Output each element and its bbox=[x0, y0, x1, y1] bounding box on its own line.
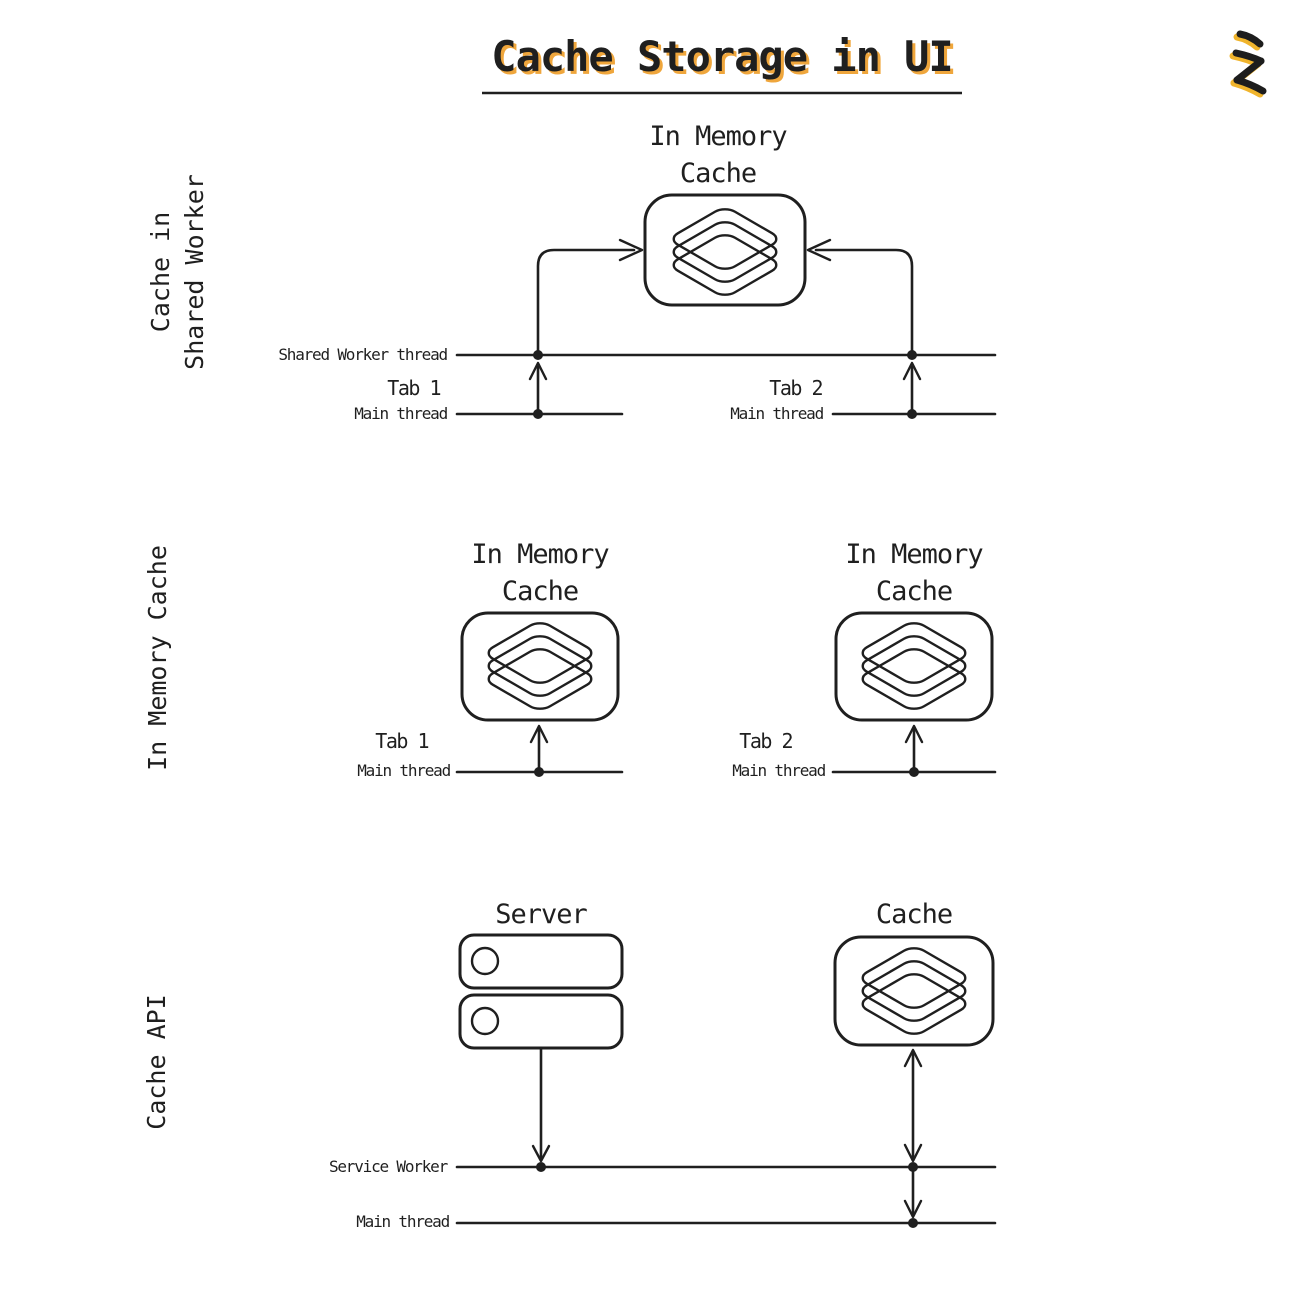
tab1-label: Tab 1 bbox=[375, 729, 429, 753]
zigzag-logo-icon bbox=[1229, 30, 1267, 98]
arrowhead bbox=[902, 361, 922, 381]
timeline-dot bbox=[908, 1162, 918, 1172]
arrowhead bbox=[904, 724, 924, 744]
section2-side-label: In Memory Cache bbox=[141, 545, 175, 771]
tab1-to-cache-connector bbox=[536, 248, 636, 354]
server-title: Server bbox=[495, 899, 588, 930]
cache-title-line: In Memory bbox=[845, 539, 983, 570]
service-worker-label: Service Worker bbox=[328, 1157, 448, 1176]
tab1-in-memory-cache-box bbox=[460, 611, 620, 722]
section1-cache-title: In Memory Cache bbox=[568, 118, 868, 192]
cache-title: Cache bbox=[875, 899, 953, 930]
shared-in-memory-cache-box bbox=[643, 193, 807, 307]
section3-side-label: Cache API bbox=[140, 994, 174, 1129]
timeline-dot bbox=[908, 1218, 918, 1228]
timeline-dot bbox=[907, 409, 917, 419]
tab1-label: Tab 1 bbox=[387, 376, 441, 400]
tab2-label: Tab 2 bbox=[739, 729, 793, 753]
arrowhead bbox=[903, 1143, 923, 1163]
arrowhead bbox=[903, 1048, 923, 1068]
section2-diagram bbox=[455, 611, 997, 777]
timeline-dot bbox=[907, 350, 917, 360]
cache-title-line: In Memory bbox=[649, 121, 787, 152]
tab2-label: Tab 2 bbox=[769, 376, 823, 400]
tab2-main-thread-label: Main thread bbox=[730, 404, 824, 423]
tab1-cache-title: In Memory Cache bbox=[390, 536, 690, 610]
shared-worker-thread-label: Shared Worker thread bbox=[278, 345, 448, 364]
tab2-main-thread-label: Main thread bbox=[732, 761, 826, 780]
cache-title-line: Cache bbox=[501, 576, 579, 607]
tab2-to-cache-connector bbox=[814, 248, 914, 354]
side-label-line: Cache API bbox=[142, 994, 171, 1130]
server-rack-icon bbox=[458, 933, 624, 1050]
arrowhead bbox=[618, 238, 644, 262]
cache-api-box bbox=[833, 935, 995, 1047]
side-label-line: Cache in bbox=[146, 211, 175, 333]
tab2-cache-title: In Memory Cache bbox=[764, 536, 1064, 610]
cache-title-line: Cache bbox=[679, 158, 757, 189]
arrowhead bbox=[529, 724, 549, 744]
main-thread-label: Main thread bbox=[356, 1212, 450, 1231]
arrowhead bbox=[528, 361, 548, 381]
tab1-main-thread-label: Main thread bbox=[354, 404, 448, 423]
timeline-dot bbox=[533, 409, 543, 419]
tab2-in-memory-cache-box bbox=[834, 611, 994, 722]
side-label-line: Shared Worker bbox=[180, 174, 209, 370]
cache-title-line: Cache bbox=[875, 576, 953, 607]
arrowhead bbox=[531, 1144, 551, 1163]
timeline-dot bbox=[533, 350, 543, 360]
cache-title-line: In Memory bbox=[471, 539, 609, 570]
timeline-dot bbox=[534, 767, 544, 777]
timeline-dot bbox=[909, 767, 919, 777]
arrowhead bbox=[806, 238, 832, 262]
timeline-dot bbox=[536, 1162, 546, 1172]
section3-diagram bbox=[455, 933, 997, 1228]
arrowhead bbox=[903, 1199, 923, 1219]
section1-side-label: Cache in Shared Worker bbox=[144, 174, 212, 370]
side-label-line: In Memory Cache bbox=[143, 545, 172, 771]
tab1-main-thread-label: Main thread bbox=[357, 761, 451, 780]
section1-diagram bbox=[455, 193, 997, 419]
page-title: Cache Storage in UI bbox=[491, 32, 953, 81]
